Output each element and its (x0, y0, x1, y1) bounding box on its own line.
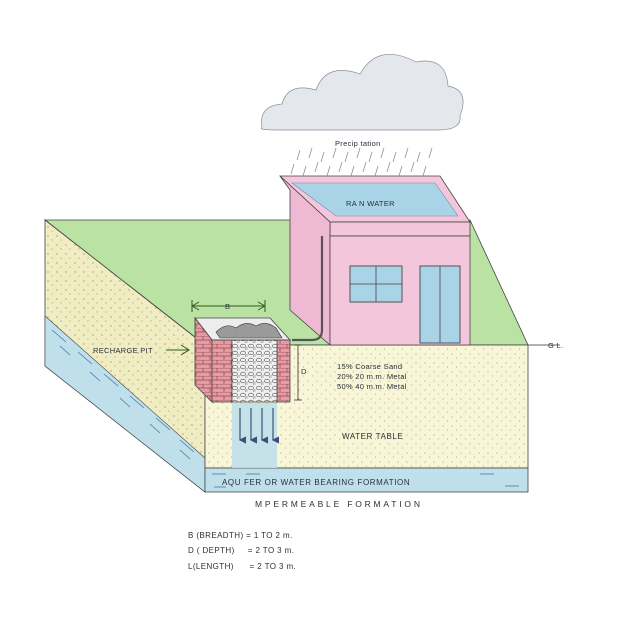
rain-cloud (261, 54, 463, 130)
filter-layer-2: 20% 20 m.m. Metal (337, 372, 407, 381)
aquifer-label: AQU FER OR WATER BEARING FORMATION (222, 478, 410, 487)
precipitation-streaks (291, 148, 432, 176)
filter-layer-1: 15% Coarse Sand (337, 362, 402, 371)
roof-fascia (330, 222, 470, 236)
depth-marker-label: D (301, 367, 307, 376)
filter-layer-3: 50% 40 m.m. Metal (337, 382, 407, 391)
infiltration-zone (232, 403, 277, 468)
pit-brick-wall-front-right (277, 340, 290, 402)
ground-level-label: G L. (548, 341, 563, 350)
pit-filter-media (232, 340, 277, 402)
precipitation-label: Precip tation (335, 139, 381, 148)
rain-water-label: RA N WATER (346, 199, 395, 208)
dimension-depth: D ( DEPTH) = 2 TO 3 m. (188, 546, 294, 555)
breadth-marker-label: B (225, 302, 230, 311)
water-table-label: WATER TABLE (342, 432, 403, 441)
dimension-length: L(LENGTH) = 2 TO 3 m. (188, 562, 296, 571)
dimension-breadth: B (BREADTH) = 1 TO 2 m. (188, 531, 293, 540)
recharge-pit-label: RECHARGE PIT (93, 346, 153, 355)
impermeable-label: MPERMEABLE FORMATION (255, 499, 423, 509)
pit-brick-wall-front-left (212, 340, 232, 402)
